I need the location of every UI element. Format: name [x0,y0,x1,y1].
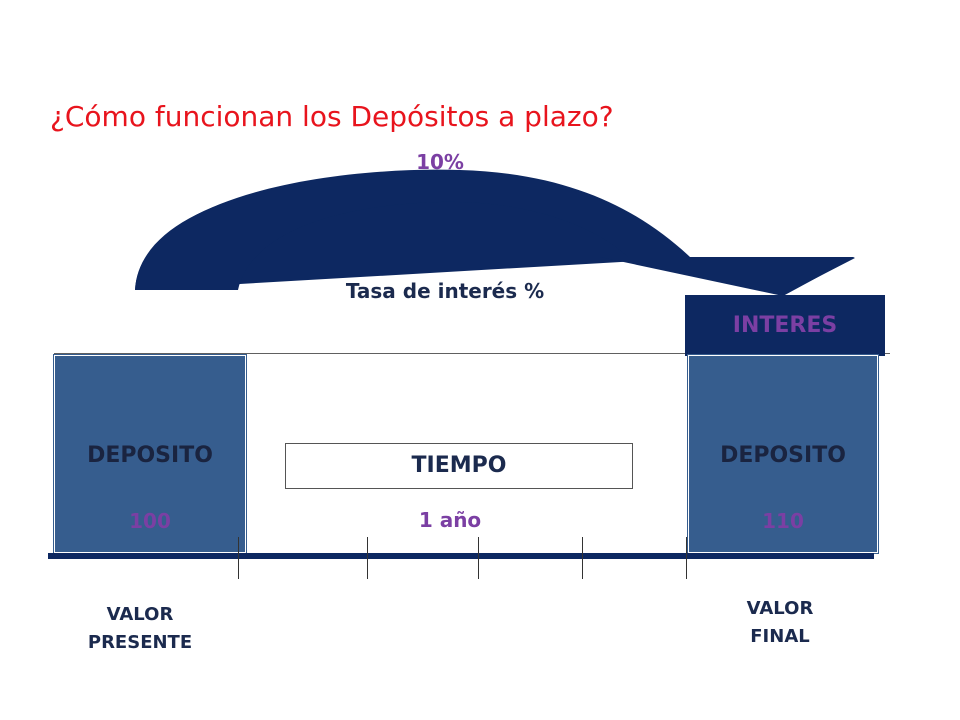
period-label: 1 año [418,508,482,532]
timeline-tick [238,537,239,579]
top-divider-line [54,353,890,354]
timeline-tick [582,537,583,579]
present-value-line2: PRESENTE [87,632,193,653]
timeline-axis [48,553,874,559]
page-title: ¿Cómo funcionan los Depósitos a plazo? [50,100,614,133]
final-value-line1: VALOR [746,598,814,619]
arrow-head [600,257,855,296]
interest-box: INTERES [685,295,885,356]
final-value-label: VALOR FINAL [705,595,855,651]
deposit-box-present: DEPOSITO 100 [54,355,246,553]
timeline-tick [478,537,479,579]
time-box: TIEMPO [285,443,633,489]
final-value-line2: FINAL [750,626,810,647]
interest-rate-value: 10% [416,150,464,174]
present-value-label: VALOR PRESENTE [60,601,220,657]
deposit-label: DEPOSITO [720,443,846,468]
present-value-line1: VALOR [106,604,174,625]
interest-rate-label: Tasa de interés % [345,279,545,303]
deposit-value: 100 [129,509,171,533]
deposit-label: DEPOSITO [87,443,213,468]
deposit-value: 110 [762,509,804,533]
deposit-box-final: DEPOSITO 110 [688,355,878,553]
curved-arrow-body [135,169,690,290]
timeline-tick [686,537,687,579]
timeline-tick [367,537,368,579]
